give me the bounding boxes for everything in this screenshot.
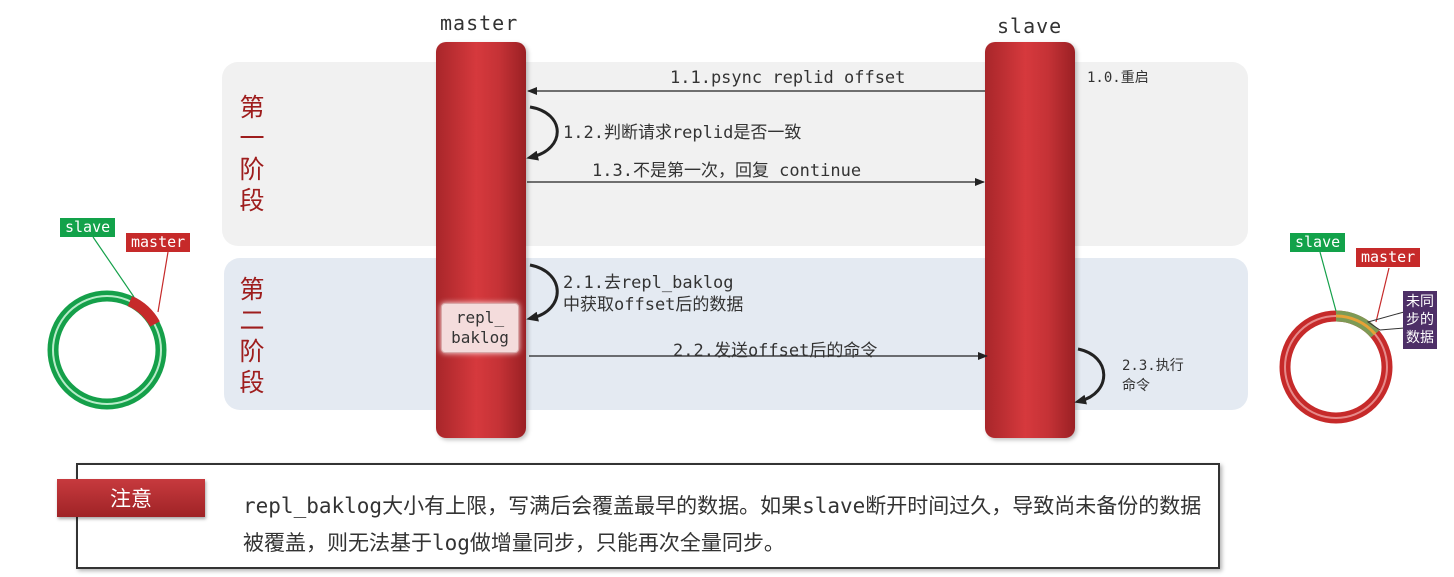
phase-one-label: 第 一 阶 段 xyxy=(239,93,265,215)
right-master-tag: master xyxy=(1356,248,1421,267)
step-1-0-restart: 1.0.重启 xyxy=(1087,70,1149,86)
phase-two-label: 第 二 阶 段 xyxy=(239,275,265,397)
left-master-tag: master xyxy=(126,233,191,252)
step-1-1-psync: 1.1.psync replid offset xyxy=(670,68,906,88)
self-arrow-execute xyxy=(1074,347,1106,405)
step-2-2-send: 2.2.发送offset后的命令 xyxy=(673,341,878,361)
left-ring-buffer xyxy=(47,236,169,410)
slave-lifeline xyxy=(985,42,1075,438)
repl-baklog-buffer: repl_ baklog xyxy=(441,303,519,353)
self-arrow-read-baklog xyxy=(526,263,559,322)
self-arrow-check-replid xyxy=(526,105,559,161)
left-slave-tag: slave xyxy=(60,218,116,237)
note-box xyxy=(76,463,1220,569)
master-lifeline xyxy=(436,42,526,438)
phase-two-panel xyxy=(224,258,1248,410)
step-1-3-continue: 1.3.不是第一次，回复 continue xyxy=(592,161,862,181)
master-title: master xyxy=(440,11,519,35)
step-1-2-check: 1.2.判断请求replid是否一致 xyxy=(563,123,802,143)
step-2-3-execute: 2.3.执行 命令 xyxy=(1122,358,1184,394)
slave-title: slave xyxy=(997,14,1063,38)
phase-one-panel xyxy=(222,62,1248,246)
right-slave-tag: slave xyxy=(1290,233,1346,252)
note-text: repl_baklog大小有上限，写满后会覆盖最早的数据。如果slave断开时间… xyxy=(243,494,1202,555)
note-tag: 注意 xyxy=(57,479,205,517)
right-ring-buffer xyxy=(1279,251,1405,424)
step-2-1-read-baklog: 2.1.去repl_baklog 中获取offset后的数据 xyxy=(563,273,744,315)
unsynced-data-tag: 未同 步的 数据 xyxy=(1403,291,1437,349)
